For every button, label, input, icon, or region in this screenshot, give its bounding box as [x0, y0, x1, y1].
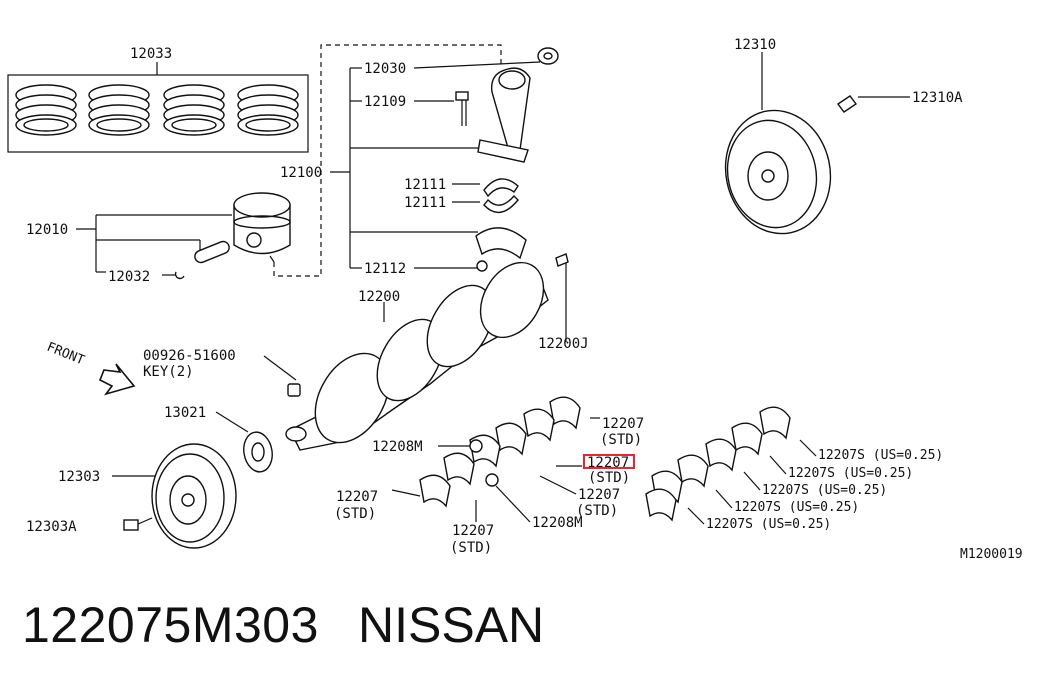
label-key: KEY(2) [143, 364, 194, 380]
label-std-2: (STD) [588, 470, 630, 486]
label-12111-a[interactable]: 12111 [404, 177, 446, 193]
label-12207S-2[interactable]: 12207S (US=0.25) [788, 466, 913, 481]
crankshaft-group[interactable]: 12200 12200J 00926-51600 KEY(2) [143, 251, 589, 455]
label-std-1: (STD) [600, 432, 642, 448]
diagram-code: M1200019 [960, 547, 1023, 562]
label-12310[interactable]: 12310 [734, 37, 776, 53]
label-12208M-bottom[interactable]: 12208M [532, 515, 583, 531]
label-12109[interactable]: 12109 [364, 94, 406, 110]
label-12207S-3[interactable]: 12207S (US=0.25) [762, 483, 887, 498]
main-bearings-us[interactable]: 12207S (US=0.25) 12207S (US=0.25) 12207S… [645, 406, 943, 532]
label-12207-3[interactable]: 12207 [578, 487, 620, 503]
label-12207-2[interactable]: 12207 [587, 455, 629, 471]
main-bearings-std[interactable]: 12208M 12208M 12207 (STD) 12207 (STD) 12… [334, 396, 644, 556]
parts-diagram: 12033 12010 12032 [7, 37, 1023, 562]
label-12033[interactable]: 12033 [130, 46, 172, 62]
label-12207-5[interactable]: 12207 [452, 523, 494, 539]
part-number: 122075M303 [22, 597, 319, 653]
label-12200[interactable]: 12200 [358, 289, 400, 305]
label-12303A[interactable]: 12303A [26, 519, 77, 535]
brand-name: NISSAN [358, 597, 545, 653]
label-std-3: (STD) [576, 503, 618, 519]
front-arrow: FRONT [45, 340, 136, 396]
ring-set-4 [237, 84, 299, 136]
label-12207S-1[interactable]: 12207S (US=0.25) [818, 448, 943, 463]
label-12207S-5[interactable]: 12207S (US=0.25) [706, 517, 831, 532]
label-12030[interactable]: 12030 [364, 61, 406, 77]
label-12207S-4[interactable]: 12207S (US=0.25) [734, 500, 859, 515]
label-12010[interactable]: 12010 [26, 222, 68, 238]
label-12310A[interactable]: 12310A [912, 90, 963, 106]
sprocket-group[interactable]: 13021 [164, 405, 275, 474]
label-12208M-top[interactable]: 12208M [372, 439, 423, 455]
piston-rings-group[interactable]: 12033 [7, 46, 309, 153]
label-12111-b[interactable]: 12111 [404, 195, 446, 211]
label-12032[interactable]: 12032 [108, 269, 150, 285]
label-12100[interactable]: 12100 [280, 165, 322, 181]
label-std-5: (STD) [450, 540, 492, 556]
ring-set-3 [163, 84, 225, 136]
front-label: FRONT [45, 340, 87, 369]
highlight-box [583, 454, 635, 469]
ring-set-1 [15, 84, 77, 136]
piston-group[interactable]: 12010 12032 [26, 192, 291, 285]
conrod-group[interactable]: 12030 12109 12100 12111 12111 12112 [273, 44, 559, 277]
label-12112[interactable]: 12112 [364, 261, 406, 277]
flywheel-group[interactable]: 12310 12310A [714, 37, 963, 243]
label-12207-4[interactable]: 12207 [336, 489, 378, 505]
ring-set-2 [88, 84, 150, 136]
label-12200J[interactable]: 12200J [538, 336, 589, 352]
label-12303[interactable]: 12303 [58, 469, 100, 485]
label-00926-51600[interactable]: 00926-51600 [143, 348, 236, 364]
pulley-group[interactable]: 12303 12303A [26, 443, 237, 549]
label-std-4: (STD) [334, 506, 376, 522]
label-13021[interactable]: 13021 [164, 405, 206, 421]
label-12207-1[interactable]: 12207 [602, 416, 644, 432]
